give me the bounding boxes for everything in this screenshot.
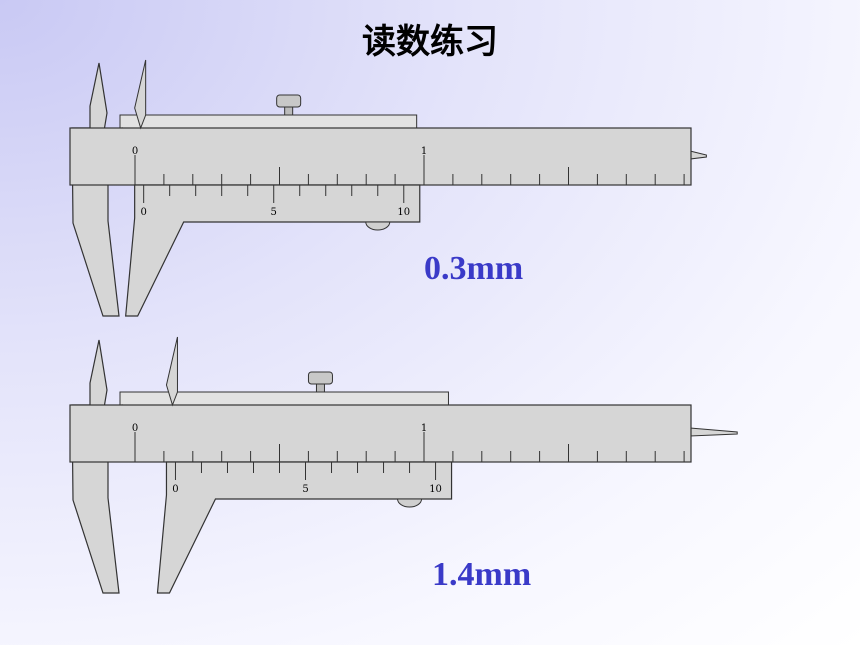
- locking-knob: [397, 498, 423, 508]
- caliper-1-reading: 0.3mm: [424, 250, 524, 287]
- vernier-scale-label: 5: [271, 207, 277, 218]
- vernier-slider: [156, 461, 453, 594]
- vernier-scale-label: 10: [429, 484, 442, 495]
- main-beam: [69, 404, 692, 463]
- slider-rail: [119, 114, 418, 129]
- main-scale-label: 1: [421, 146, 427, 157]
- main-beam: [69, 127, 692, 186]
- thumb-screw: [276, 94, 302, 108]
- page-title: 读数练习: [362, 22, 498, 62]
- fixed-jaw: [71, 62, 123, 317]
- main-scale-label: 1: [421, 423, 427, 434]
- vernier-scale-label: 10: [397, 207, 410, 218]
- moving-jaw-tip: [134, 59, 147, 130]
- vernier-scale-label: 0: [172, 484, 178, 495]
- main-scale-label: 0: [132, 146, 138, 157]
- locking-knob: [365, 221, 391, 231]
- depth-rod: [689, 150, 707, 160]
- vernier-slider: [125, 184, 421, 317]
- vernier-scale-label: 5: [302, 484, 308, 495]
- thumb-screw: [307, 371, 333, 385]
- vernier-scale-label: 0: [140, 207, 146, 218]
- depth-rod: [689, 427, 738, 437]
- fixed-jaw: [71, 339, 123, 594]
- caliper-2-reading: 1.4mm: [432, 556, 532, 593]
- main-scale-label: 0: [132, 423, 138, 434]
- moving-jaw-tip: [165, 336, 178, 407]
